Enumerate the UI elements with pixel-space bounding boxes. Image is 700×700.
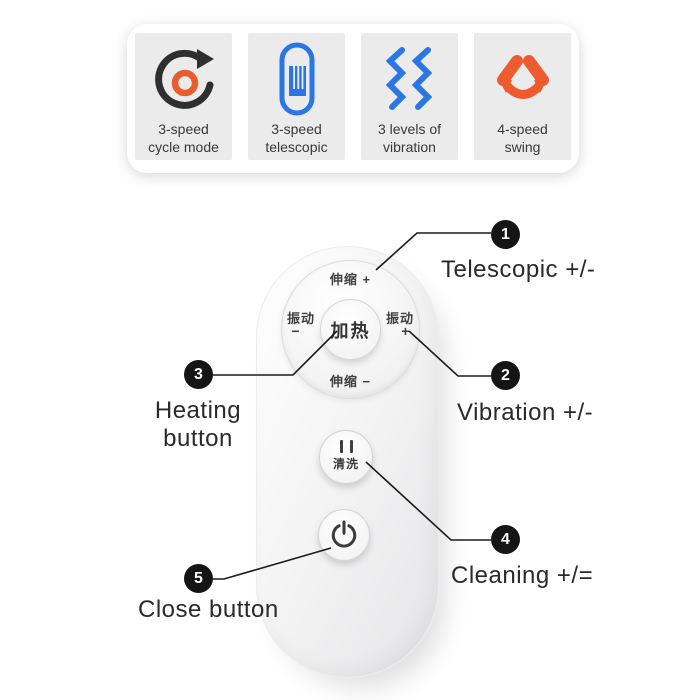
feature-label: 4-speed swing [497, 121, 548, 155]
feature-card-vibration: 3 levels of vibration [361, 33, 458, 160]
vibration-plus-button: 振动 + [382, 312, 418, 339]
feature-label: 3-speed telescopic [265, 121, 328, 155]
remote-control: 伸缩 + 伸缩 − 振动 − 振动 + 加热 清洗 [256, 246, 439, 678]
callout-number-1: 1 [491, 220, 520, 249]
feature-card-cycle-mode: 3-speed cycle mode [135, 33, 232, 160]
dial-pad: 伸缩 + 伸缩 − 振动 − 振动 + 加热 [281, 260, 420, 399]
callout-number-2: 2 [491, 361, 520, 390]
telescopic-plus-button: 伸缩 + [329, 272, 372, 287]
callout-number-5: 5 [184, 564, 213, 593]
cleaning-button: 清洗 [319, 430, 373, 484]
feature-label: 3 levels of vibration [377, 121, 442, 155]
telescopic-icon [265, 41, 329, 117]
minus-sign: − [291, 323, 301, 339]
callout-label-cleaning: Cleaning +/= [451, 562, 594, 589]
swing-icon [491, 41, 555, 117]
cycle-mode-icon [152, 41, 216, 117]
power-icon [331, 520, 357, 548]
callout-number-4: 4 [491, 525, 520, 554]
plus-sign: + [401, 323, 411, 339]
vibration-icon [380, 41, 440, 117]
callout-number-3: 3 [184, 360, 213, 389]
callout-label-heating: Heating button [154, 397, 242, 452]
features-panel: 3-speed cycle mode 3-speed telescopic [127, 24, 579, 173]
feature-card-swing: 4-speed swing [474, 33, 571, 160]
cleaning-button-label: 清洗 [332, 457, 359, 471]
feature-label: 3-speed cycle mode [148, 121, 219, 155]
callout-label-vibration: Vibration +/- [457, 399, 594, 426]
vibration-minus-button: 振动 − [283, 312, 319, 339]
feature-card-telescopic: 3-speed telescopic [248, 33, 345, 160]
power-button [318, 509, 370, 561]
pause-icon [339, 440, 353, 453]
heating-button: 加热 [320, 299, 381, 360]
callout-label-close: Close button [138, 596, 279, 623]
callout-label-telescopic: Telescopic +/- [441, 256, 596, 283]
telescopic-minus-button: 伸缩 − [329, 374, 372, 389]
